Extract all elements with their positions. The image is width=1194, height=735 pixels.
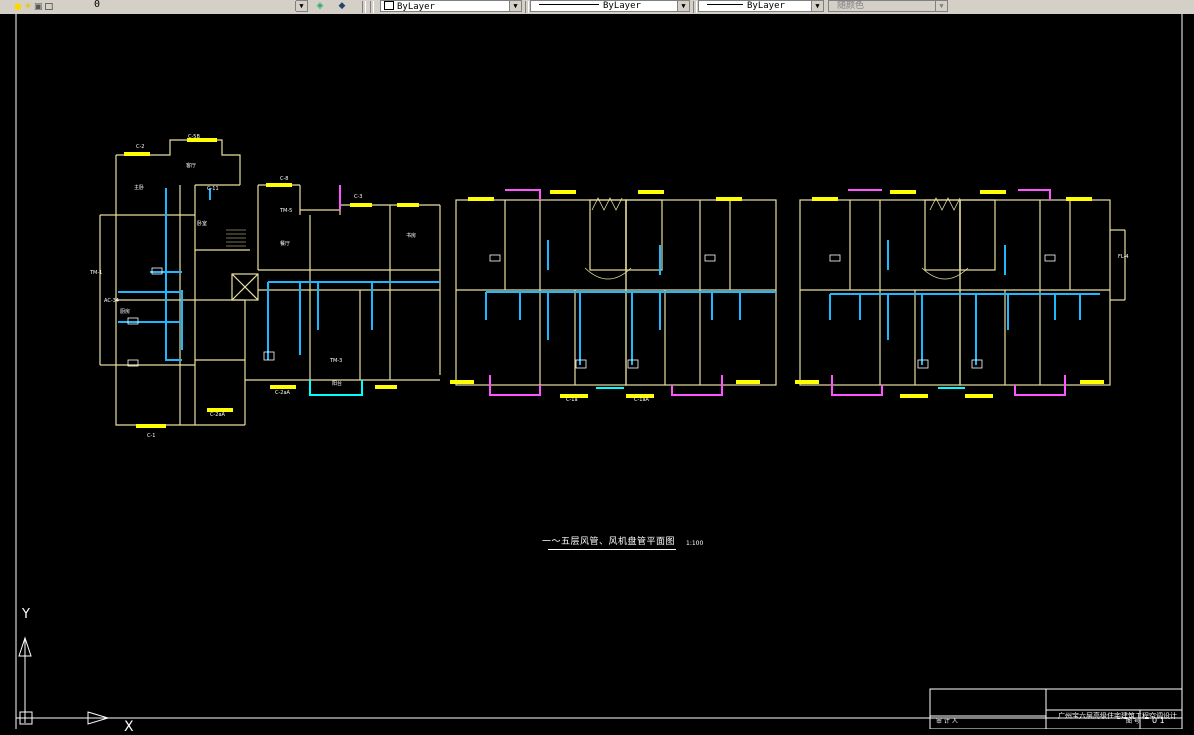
room-label: 书房 — [406, 233, 417, 239]
lock-icon[interactable]: ▣ — [33, 2, 43, 12]
stair-zigzag — [584, 197, 969, 280]
layer-dropdown-arrow[interactable]: ▼ — [295, 0, 308, 12]
current-layer-name[interactable]: 0 — [94, 0, 101, 10]
chevron-down-icon: ▼ — [295, 1, 307, 11]
make-layer-current-icon[interactable]: ◈ — [316, 1, 324, 11]
model-space-canvas[interactable]: C-2 C-5B 客厅 主卧 卧室 C-11 TM-1 AC-34 厨房 C-1… — [0, 14, 1194, 735]
room-label: C-5B — [188, 134, 200, 140]
lightbulb-icon[interactable]: ● — [14, 2, 22, 12]
ucs-y-label: Y — [22, 607, 30, 622]
room-label: TM-5 — [280, 208, 293, 214]
room-label: 卧室 — [197, 221, 208, 227]
toolbar-separator — [693, 1, 697, 13]
toolbar-separator — [525, 1, 529, 13]
chevron-down-icon: ▼ — [811, 1, 823, 11]
chevron-down-icon: ▼ — [677, 1, 689, 11]
room-label: TM-3 — [330, 358, 343, 364]
room-label: C-11 — [207, 186, 219, 192]
ucs-x-label: X — [124, 719, 134, 735]
room-label: C-3 — [354, 194, 363, 200]
air-ducts — [118, 188, 1100, 365]
color-swatch — [384, 1, 394, 10]
windows — [124, 138, 1104, 428]
room-label: C-2 — [136, 144, 145, 150]
fan-coil-units — [127, 254, 1056, 369]
color-control-combo[interactable]: ByLayer ▼ — [380, 0, 522, 12]
toolbar-separator — [362, 1, 366, 13]
layer-previous-icon[interactable]: ◆ — [338, 1, 346, 11]
plan-title: 一～五层风管、风机盘管平面图 — [542, 537, 676, 547]
chevron-down-icon: ▼ — [935, 1, 947, 11]
plotstyle-control-combo[interactable]: 随颜色 ▼ — [828, 0, 948, 12]
plan-scale: 1:100 — [686, 540, 704, 547]
sheet-number: 0 1 — [1152, 716, 1165, 725]
color-square-icon[interactable]: □ — [44, 2, 53, 12]
room-label: AC-34 — [104, 298, 119, 304]
linetype-preview — [539, 4, 599, 5]
room-label: 厨房 — [120, 309, 131, 315]
balconies — [339, 185, 1066, 396]
project-title: 广州宝六层高级住宅建筑工程空调设计 — [1058, 712, 1177, 720]
room-label: C-8 — [280, 176, 289, 182]
ucs-icon — [18, 636, 110, 725]
lineweight-preview — [707, 4, 743, 5]
cyan-fixtures — [309, 380, 965, 396]
room-label: 客厅 — [186, 163, 197, 169]
room-label: C-2aA — [210, 412, 225, 418]
sun-icon[interactable]: ☀ — [23, 2, 32, 12]
properties-toolbar: ● ☀ ▣ □ 0 ▼ ◈ ◆ ByLayer ▼ ByLayer ▼ ByLa… — [0, 0, 1194, 15]
floor-plan-drawing — [15, 14, 1183, 729]
room-label: C-1 — [147, 433, 156, 439]
stair-left — [226, 229, 246, 247]
plan-title-underline — [548, 549, 676, 550]
unit-block-b — [799, 199, 1126, 386]
room-label: C-2aA — [275, 390, 290, 396]
room-label: 主卧 — [134, 185, 145, 191]
title-block-label: 图 号 — [1126, 718, 1140, 725]
toolbar-separator — [370, 1, 374, 13]
room-label: 餐厅 — [280, 241, 291, 247]
chevron-down-icon: ▼ — [509, 1, 521, 11]
linetype-control-combo[interactable]: ByLayer ▼ — [530, 0, 690, 12]
drawing-border — [15, 14, 1183, 729]
title-block-label: 审 计 人 — [936, 718, 958, 725]
room-label: 阳台 — [332, 381, 343, 387]
layer-state-icons: ● ☀ ▣ □ — [0, 0, 53, 14]
title-block — [929, 688, 1183, 729]
room-label: FL-4 — [1118, 254, 1129, 260]
room-label: TM-1 — [90, 270, 103, 276]
room-label: C-1a — [566, 397, 578, 403]
room-label: C-1aA — [634, 397, 649, 403]
lineweight-control-combo[interactable]: ByLayer ▼ — [698, 0, 824, 12]
left-wing-walls — [99, 139, 259, 426]
